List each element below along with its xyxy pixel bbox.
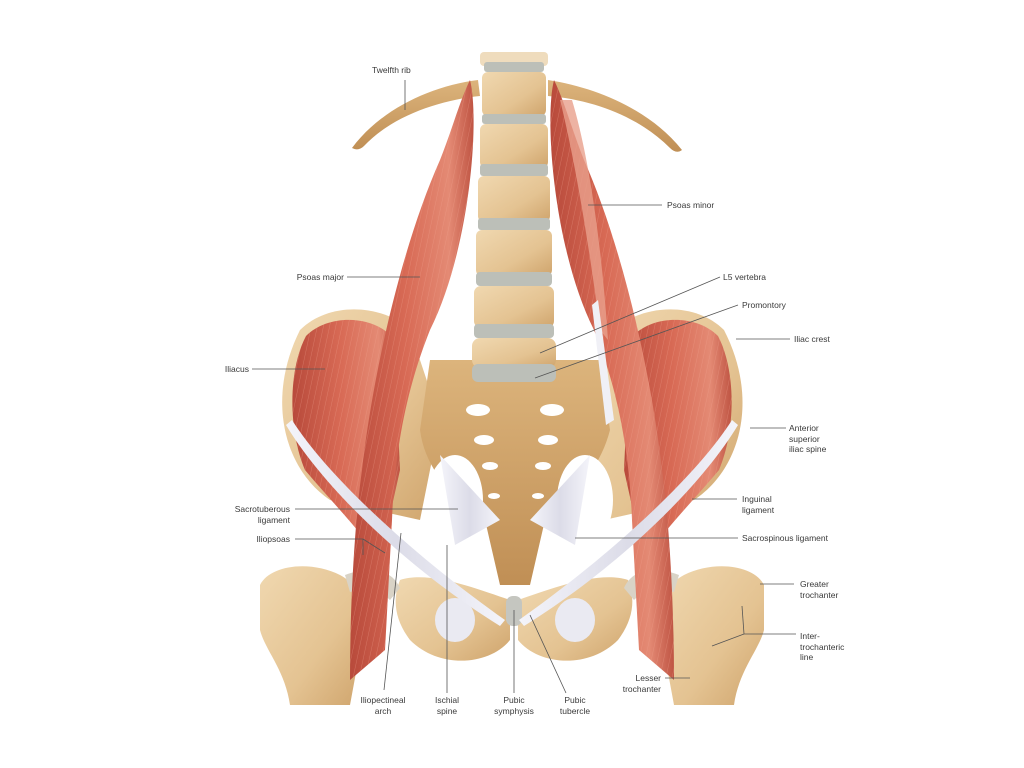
label-pubic-tubercle: Pubic tubercle [559,695,591,716]
label-promontory: Promontory [742,300,786,310]
label-ischial-spine: Ischial spine [434,695,460,716]
label-sacrotuberous-ligament: Sacrotuberous ligament [234,504,290,525]
label-psoas-major: Psoas major [296,272,344,282]
twelfth-rib-right [548,80,682,152]
sacrospinous-ligament-right [530,455,590,545]
twelfth-rib-left [352,80,480,150]
lumbar-spine [472,52,556,382]
psoas-minor [560,100,608,340]
leader-lines [252,80,796,694]
label-intertrochanteric-line: Inter- trochanteric line [800,631,845,662]
label-lesser-trochanter: Lesser trochanter [622,673,661,694]
label-psoas-minor: Psoas minor [667,200,715,210]
label-iliac-crest: Iliac crest [794,334,830,344]
label-iliopsoas: Iliopsoas [256,534,290,544]
femur-right [660,566,764,705]
inguinal-ligament-left [286,420,505,626]
label-iliacus: Iliacus [224,364,249,374]
label-pubic-symphysis: Pubic symphysis [494,695,534,716]
sacrospinous-ligament-left [440,455,500,545]
label-l5-vertebra: L5 vertebra [723,272,766,282]
label-greater-trochanter: Greater trochanter [800,579,839,600]
sacrum [420,360,610,585]
label-twelfth-rib: Twelfth rib [372,65,411,75]
label-iliopectineal-arch: Iliopectineal arch [360,695,406,716]
inguinal-ligament-right [519,420,738,626]
label-inguinal-ligament: Inguinal ligament [742,494,775,515]
femur-left [260,566,364,705]
label-anterior-superior-iliac-spine: Anterior superior iliac spine [789,423,827,454]
label-sacrospinous-ligament: Sacrospinous ligament [742,533,828,543]
